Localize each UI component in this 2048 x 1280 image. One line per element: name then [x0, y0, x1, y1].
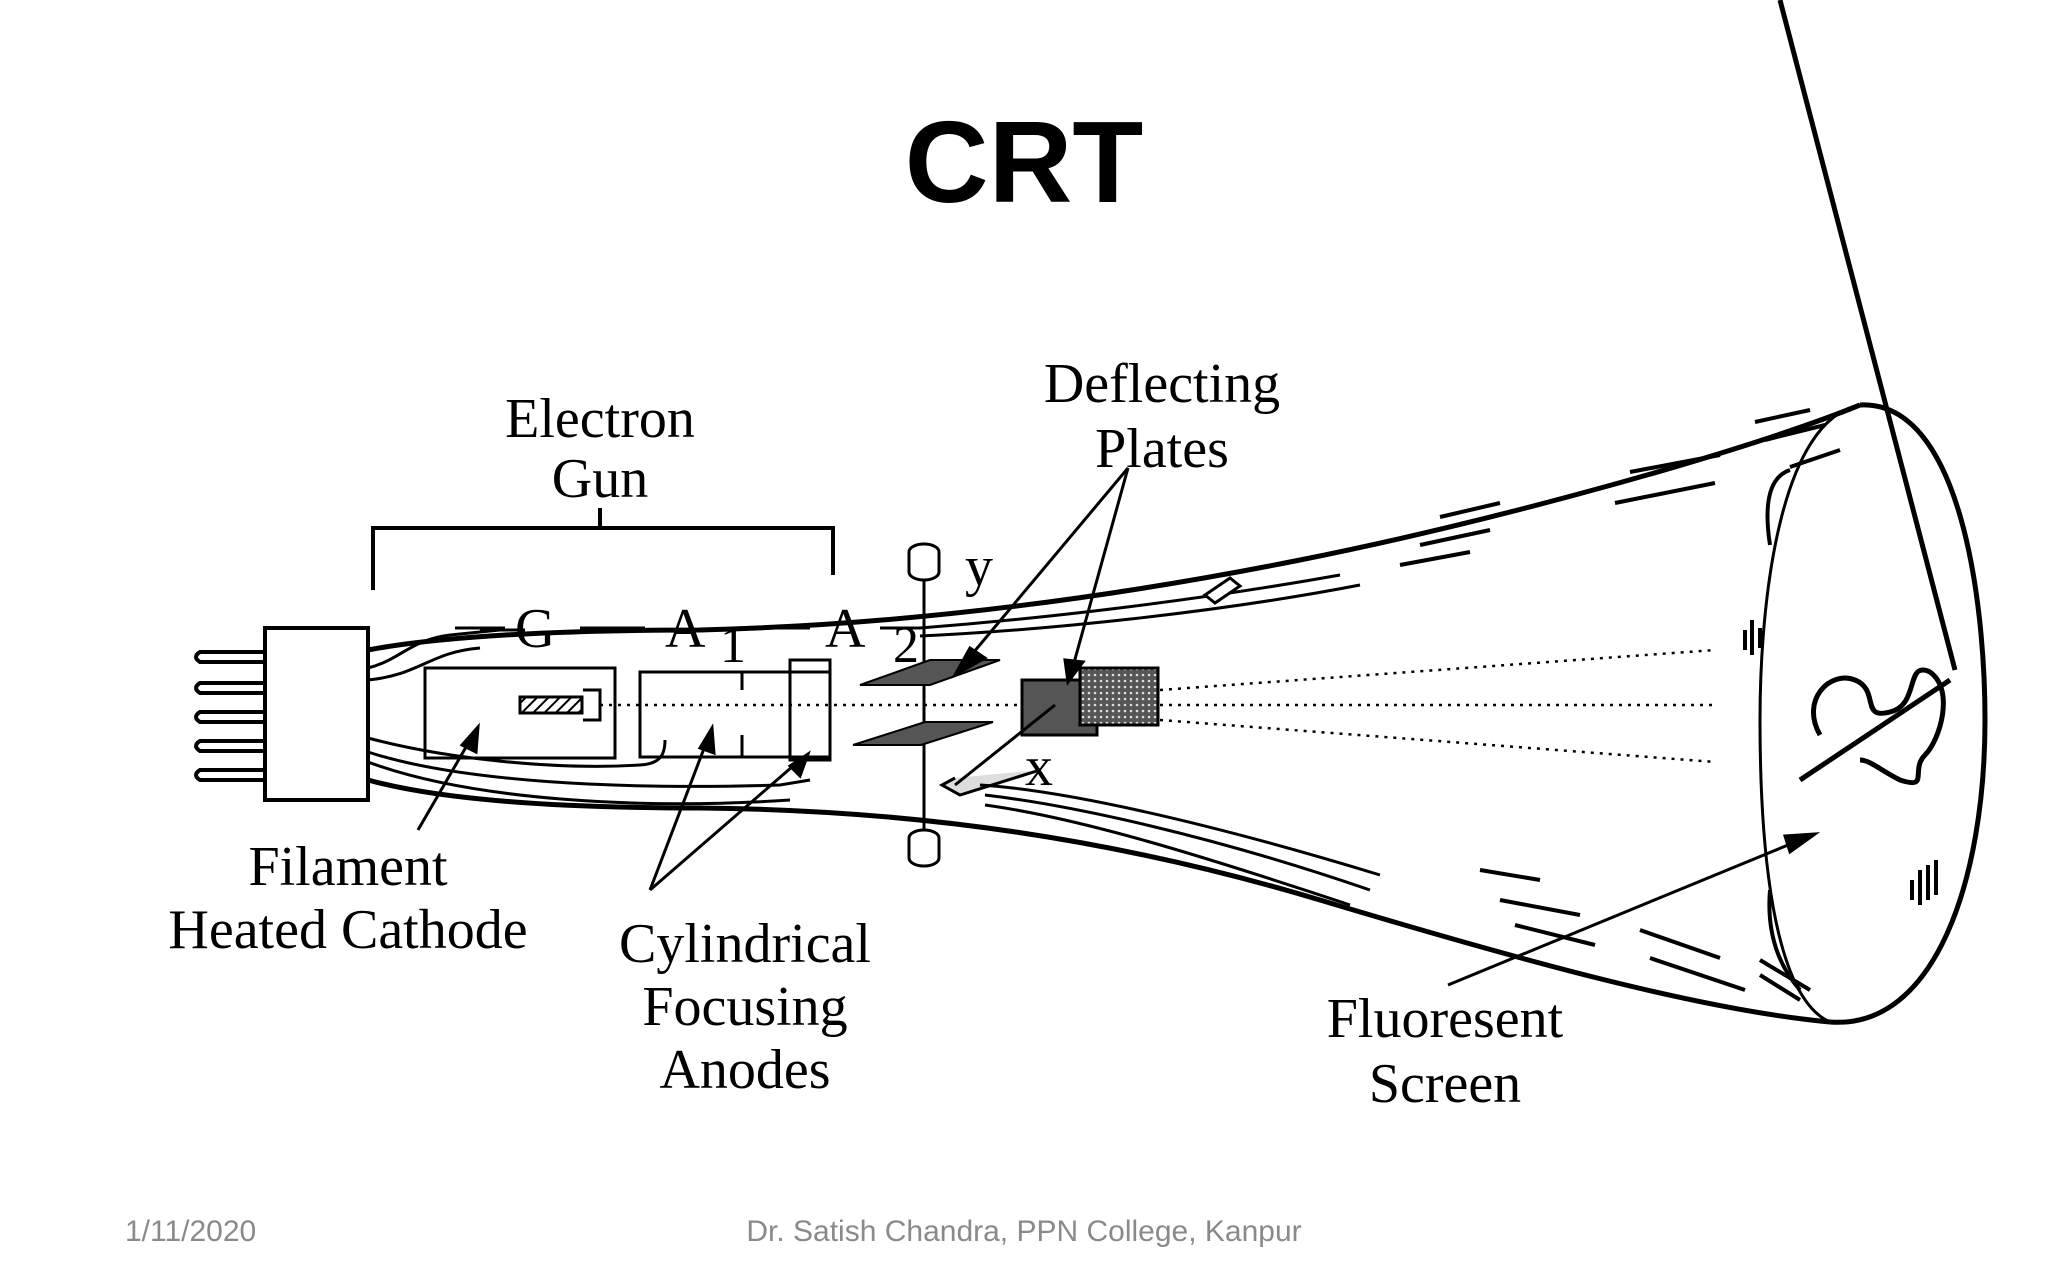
- label-anode-2-subscript: 2: [893, 617, 919, 674]
- label-anode-2: A: [825, 598, 866, 660]
- footer-date: 1/11/2020: [125, 1215, 257, 1248]
- label-x-axis: x: [1025, 736, 1053, 798]
- label-electron-gun: Electron: [505, 388, 695, 450]
- x-deflecting-plates: [938, 666, 1160, 797]
- y-deflecting-plates: [852, 659, 1001, 746]
- electron-beam: [600, 648, 1716, 764]
- cathode: [518, 695, 584, 715]
- label-deflecting-plates: Deflecting: [1044, 353, 1280, 415]
- label-filament-line2: Heated Cathode: [168, 899, 527, 961]
- label-fluorescent-screen-line2: Screen: [1369, 1053, 1521, 1115]
- electron-gun-bracket: [371, 508, 835, 590]
- glass-reflections: [1399, 408, 1938, 1002]
- label-anode-1: A: [665, 598, 706, 660]
- label-focusing-anodes-line2: Focusing: [642, 976, 847, 1038]
- label-focusing-anodes: Cylindrical: [619, 913, 871, 975]
- label-y-axis: y: [965, 536, 993, 598]
- pointer-arrows: [416, 467, 1821, 987]
- connector-pins: [194, 650, 268, 782]
- label-electron-gun-line2: Gun: [552, 448, 648, 510]
- tube-base: [263, 626, 370, 802]
- label-fluorescent-screen: Fluoresent: [1327, 988, 1564, 1050]
- label-grid: G: [515, 598, 555, 660]
- focusing-anodes: [638, 658, 832, 762]
- vertical-deflection-rod: [907, 542, 941, 868]
- slide-title: CRT: [904, 97, 1144, 227]
- label-anode-1-subscript: 1: [720, 617, 746, 674]
- label-deflecting-plates-line2: Plates: [1095, 418, 1229, 480]
- label-focusing-anodes-line3: Anodes: [659, 1039, 830, 1101]
- screen-trace: [1777, 0, 1958, 786]
- tube-envelope: [367, 402, 1988, 1025]
- footer-author: Dr. Satish Chandra, PPN College, Kanpur: [746, 1215, 1302, 1248]
- deflection-leads: [919, 573, 1381, 907]
- label-filament: Filament: [248, 836, 448, 898]
